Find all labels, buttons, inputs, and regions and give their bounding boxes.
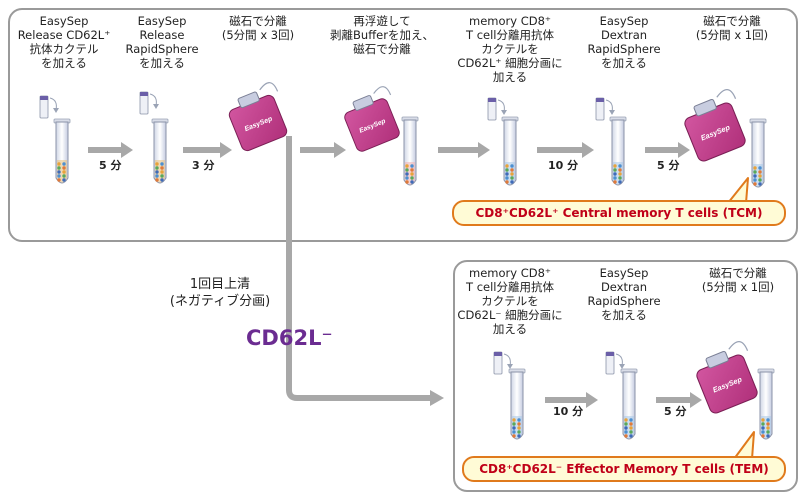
top-label-7: 磁石で分離(5分間 x 1回) (695, 14, 769, 42)
arrow-top-5 (537, 142, 594, 158)
reagent-vial-icon (139, 91, 159, 115)
arrow-top-2 (183, 142, 232, 158)
supernatant-arrow-head (430, 390, 444, 406)
supernatant-label: 1回目上清(ネガティブ分画) (169, 277, 271, 309)
callout-tail-bottom (733, 431, 755, 460)
tem-result-callout: CD8⁺CD62L⁻ Effector Memory T cells (TEM) (462, 456, 786, 482)
arrow-top-6 (645, 142, 690, 158)
reagent-vial-icon (487, 97, 507, 121)
sample-tube-1 (53, 118, 71, 184)
reagent-vial-icon (605, 351, 625, 375)
arrow-top-1 (88, 142, 133, 158)
magnet-icon-4: EasySep (696, 341, 758, 414)
supernatant-connector-line (286, 136, 430, 401)
bottom-step-2: 5 分 (664, 405, 687, 418)
sample-tube-5 (508, 368, 526, 440)
top-label-4: 再浮遊して剥離Bufferを加え、磁石で分離 (330, 14, 434, 56)
reagent-vial-icon (595, 97, 615, 121)
magnet-icon-1: EasySep (228, 82, 288, 152)
resuspend-tube (401, 116, 419, 186)
reagent-vial-icon (39, 95, 59, 119)
sample-tube-4 (609, 116, 627, 186)
tcm-result-callout: CD8⁺CD62L⁺ Central memory T cells (TCM) (452, 200, 786, 226)
bottom-label-3: 磁石で分離(5分間 x 1回) (701, 266, 775, 294)
top-step-3: 10 分 (548, 159, 579, 172)
top-step-4: 5 分 (657, 159, 680, 172)
cd62l-negative-fraction: CD62L⁻ (246, 326, 333, 350)
tcm-tube (749, 118, 767, 188)
arrow-top-3 (300, 142, 346, 158)
arrow-top-4 (438, 142, 490, 158)
magnet-icon-3: EasySep (684, 89, 746, 162)
sample-tube-6 (620, 368, 638, 440)
tem-tube (757, 368, 775, 440)
sample-tube-2 (151, 118, 169, 184)
magnet-icon-2: EasySep (344, 86, 400, 152)
top-label-3: 磁石で分離(5分間 x 3回) (221, 14, 295, 42)
sample-tube-3 (501, 116, 519, 186)
bottom-step-1: 10 分 (553, 405, 584, 418)
reagent-vial-icon (493, 351, 513, 375)
arrow-bottom-1 (545, 392, 598, 408)
arrow-bottom-2 (656, 392, 702, 408)
top-step-1: 5 分 (99, 159, 122, 172)
top-step-2: 3 分 (192, 159, 215, 172)
